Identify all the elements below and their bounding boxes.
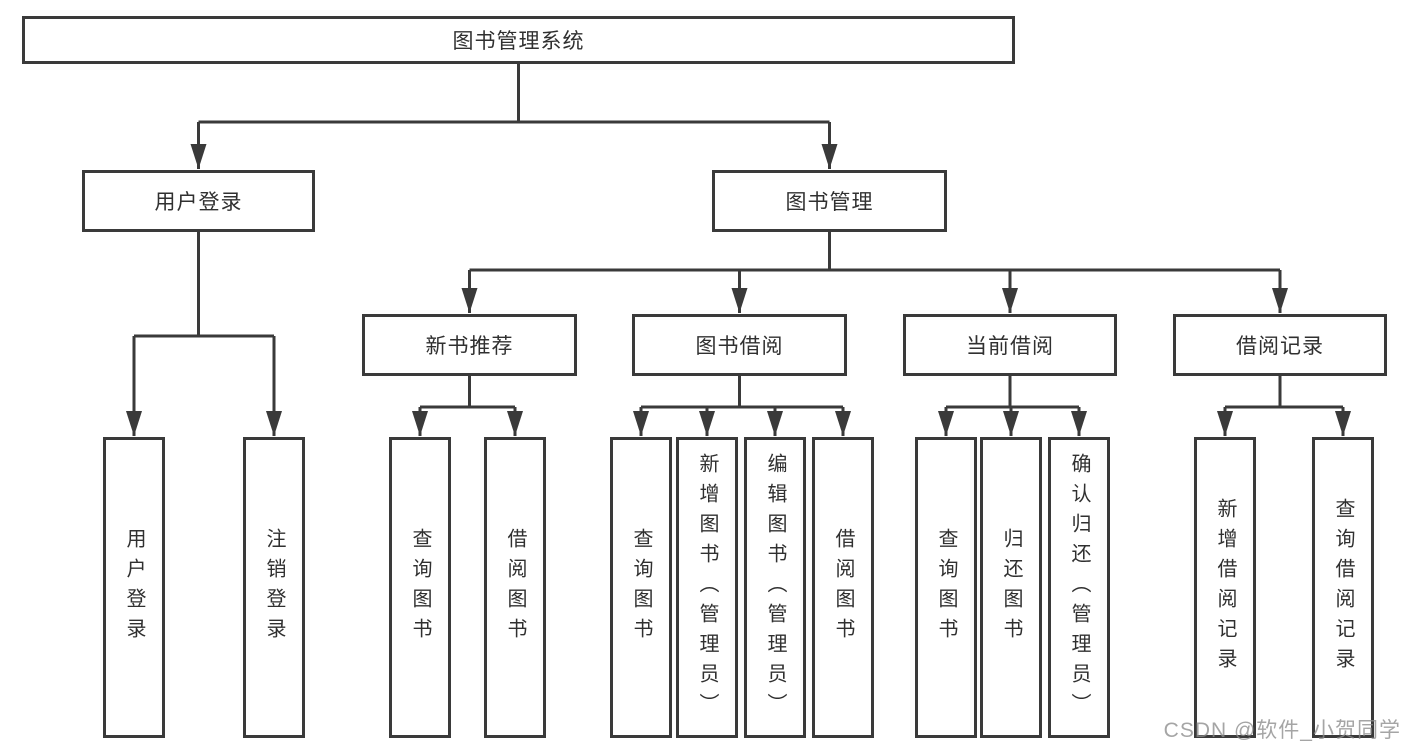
leaf-edit-book-admin-label: 编辑图书（管理员） — [764, 452, 786, 723]
leaf-logout-label: 注销登录 — [263, 527, 285, 648]
node-book-management-label: 图书管理 — [785, 191, 874, 214]
node-library-system-label: 图书管理系统 — [452, 30, 585, 53]
leaf-edit-book-admin: 编辑图书（管理员） — [744, 437, 806, 738]
leaf-add-book-admin: 新增图书（管理员） — [676, 437, 738, 738]
node-borrow-records-label: 借阅记录 — [1236, 335, 1324, 358]
leaf-query-books-current: 查询图书 — [915, 437, 977, 738]
node-current-borrow-label: 当前借阅 — [966, 335, 1054, 358]
node-user-login: 用户登录 — [82, 170, 315, 232]
node-new-book-recommend-label: 新书推荐 — [425, 335, 514, 358]
leaf-confirm-return-admin: 确认归还（管理员） — [1048, 437, 1110, 738]
leaf-return-book-label: 归还图书 — [1000, 527, 1022, 648]
leaf-return-book: 归还图书 — [980, 437, 1042, 738]
leaf-logout: 注销登录 — [243, 437, 305, 738]
node-borrow-records: 借阅记录 — [1173, 314, 1387, 376]
leaf-query-books-borrow: 查询图书 — [610, 437, 672, 738]
leaf-query-books-recommend: 查询图书 — [389, 437, 451, 738]
leaf-add-book-admin-label: 新增图书（管理员） — [696, 452, 718, 723]
node-current-borrow: 当前借阅 — [903, 314, 1117, 376]
leaf-query-borrow-record-label: 查询借阅记录 — [1332, 497, 1354, 678]
leaf-borrow-books-recommend: 借阅图书 — [484, 437, 546, 738]
leaf-user-login-label: 用户登录 — [123, 527, 145, 648]
leaf-borrow-books-recommend-label: 借阅图书 — [504, 527, 526, 648]
node-book-borrow: 图书借阅 — [632, 314, 847, 376]
node-library-system: 图书管理系统 — [22, 16, 1015, 64]
leaf-borrow-books: 借阅图书 — [812, 437, 874, 738]
leaf-query-books-borrow-label: 查询图书 — [630, 527, 652, 648]
leaf-borrow-books-label: 借阅图书 — [832, 527, 854, 648]
node-new-book-recommend: 新书推荐 — [362, 314, 577, 376]
leaf-add-borrow-record: 新增借阅记录 — [1194, 437, 1256, 738]
leaf-query-books-recommend-label: 查询图书 — [409, 527, 431, 648]
leaf-user-login: 用户登录 — [103, 437, 165, 738]
leaf-confirm-return-admin-label: 确认归还（管理员） — [1068, 452, 1090, 723]
node-book-borrow-label: 图书借阅 — [695, 335, 784, 358]
leaf-query-books-current-label: 查询图书 — [935, 527, 957, 648]
leaf-add-borrow-record-label: 新增借阅记录 — [1214, 497, 1236, 678]
node-book-management: 图书管理 — [712, 170, 947, 232]
leaf-query-borrow-record: 查询借阅记录 — [1312, 437, 1374, 738]
csdn-watermark: CSDN @软件_小贺同学 — [1163, 719, 1401, 742]
node-user-login-label: 用户登录 — [154, 191, 243, 214]
